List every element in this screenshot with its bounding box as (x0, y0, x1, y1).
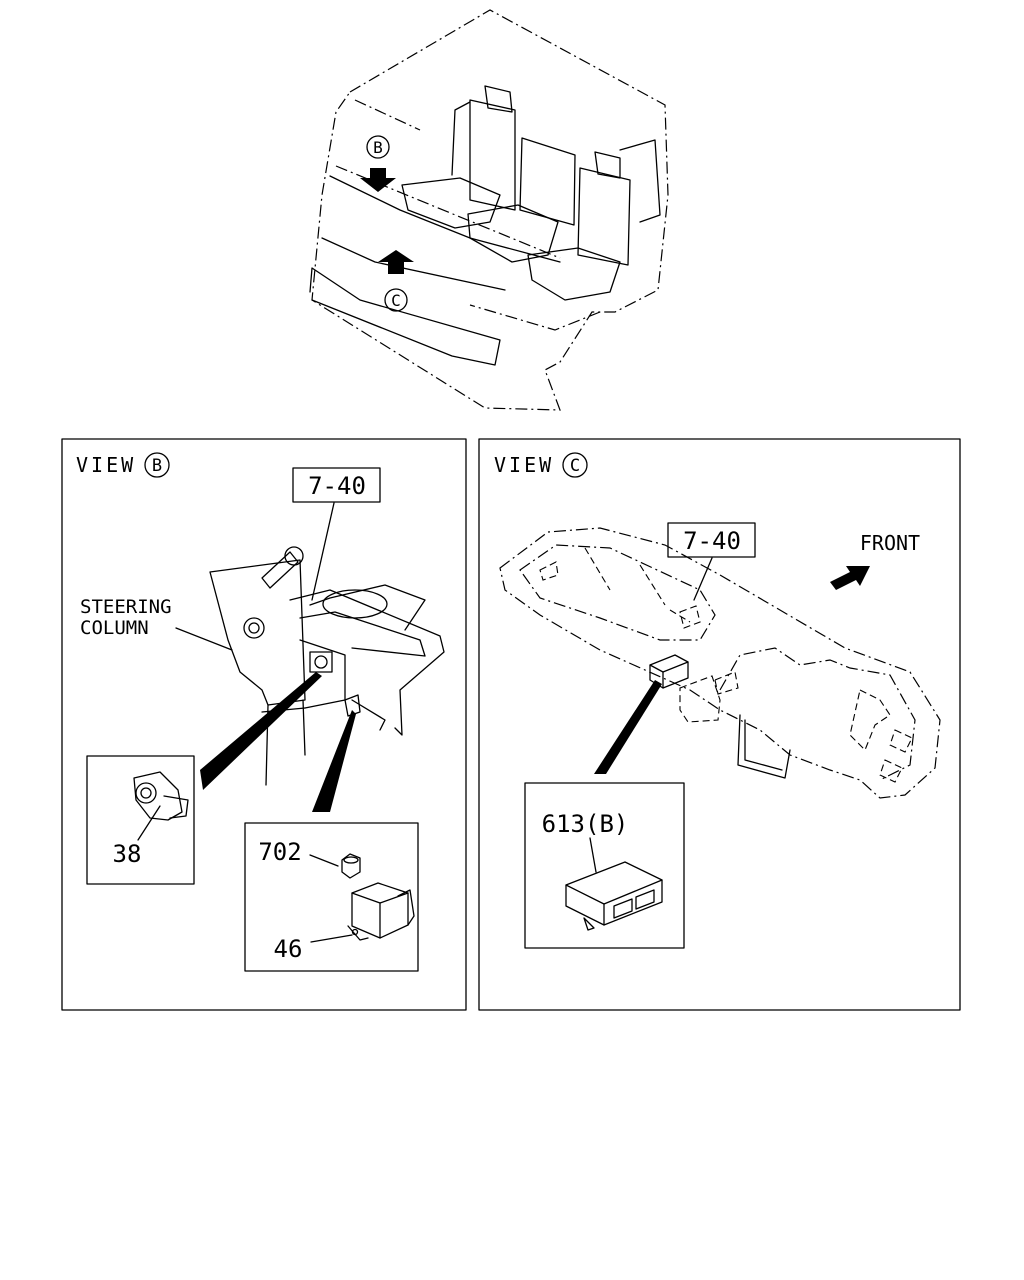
relay-46-drawing (347, 882, 415, 941)
arrow-up-icon (378, 250, 414, 274)
view-c-ref-leader (693, 557, 713, 601)
part-702-leader (309, 854, 339, 867)
view-c-ref-label: 7-40 (683, 527, 741, 555)
dash-contour-1 (309, 267, 501, 366)
view-b-ref-box (292, 467, 381, 503)
module-613-drawing (565, 861, 663, 931)
view-c-marker-circle (562, 452, 588, 478)
marker-b-circle (366, 135, 390, 159)
seat-right (527, 151, 631, 301)
view-b-panel: VIEW B 7-40 STEERING COLUMN (61, 438, 467, 1011)
view-c-title: VIEW (494, 453, 554, 477)
detail-box-613 (524, 782, 685, 949)
pointer-wedge-46 (312, 710, 356, 812)
view-b-title: VIEW (76, 453, 136, 477)
detail-box-702-46 (244, 822, 419, 972)
view-b-ref-leader (311, 502, 335, 601)
arrow-down-icon (360, 168, 396, 192)
steering-column-drawing (209, 546, 445, 786)
marker-c-circle (384, 288, 408, 312)
nut-702-drawing (341, 853, 361, 879)
marker-b-letter: B (373, 138, 383, 157)
instrument-panel-drawing (499, 527, 941, 799)
view-c-panel: VIEW C 7-40 FRONT (478, 438, 961, 1011)
part-46-leader (310, 934, 353, 943)
detail-box-38 (86, 755, 195, 885)
view-b-ref-label: 7-40 (308, 472, 366, 500)
dash-line-a (354, 99, 421, 131)
part-613-label: 613(B) (542, 810, 629, 838)
cab-overview: B C (309, 9, 669, 411)
dash-contour-2 (321, 237, 506, 291)
part-613-leader (589, 837, 597, 873)
dash-line-b (335, 165, 561, 259)
cab-outline (311, 9, 669, 411)
view-b-marker-letter: B (152, 456, 162, 476)
steering-label-line1: STEERING (80, 596, 172, 618)
pointer-wedge-613 (594, 680, 662, 774)
seat-left (401, 85, 516, 229)
front-arrow-icon (830, 566, 870, 590)
view-b-frame (61, 438, 467, 1011)
pointer-wedge-38 (200, 672, 322, 790)
front-label: FRONT (860, 531, 920, 555)
dash-contour-3 (329, 175, 561, 263)
part-38-drawing (133, 771, 189, 821)
part-38-label: 38 (113, 840, 142, 868)
steering-leader (175, 627, 233, 651)
view-c-marker-letter: C (570, 456, 580, 476)
part-38-leader (137, 805, 161, 841)
view-b-marker-circle (144, 452, 170, 478)
seat-center (467, 137, 576, 263)
part-46-label: 46 (274, 935, 303, 963)
marker-c-letter: C (391, 291, 401, 310)
steering-label-line2: COLUMN (80, 617, 149, 639)
part-702-label: 702 (258, 838, 301, 866)
dash-line-c (469, 304, 601, 331)
view-c-frame (478, 438, 961, 1011)
rear-window (619, 139, 661, 223)
view-c-ref-box (667, 522, 756, 558)
